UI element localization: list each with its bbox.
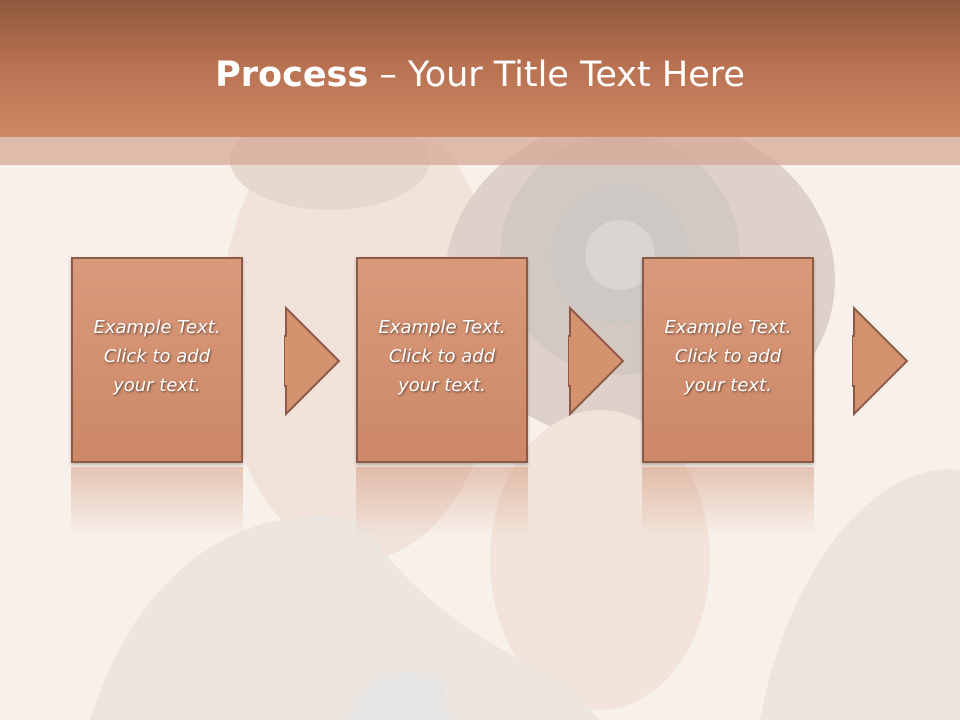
title-bold: Process [215,55,369,95]
step-1-text: Example Text. Click to add your text. [73,313,241,400]
title-rest: Your Title Text Here [407,55,745,95]
step-2-text: Example Text. Click to add your text. [358,313,526,400]
arrow-right-icon [568,306,625,416]
arrow-right-icon [284,306,341,416]
step-1-line-3: your text. [113,375,201,396]
step-1-line-2: Click to add [103,346,211,367]
step-3-text: Example Text. Click to add your text. [644,313,812,400]
step-2-line-3: your text. [398,375,486,396]
step-3-line-2: Click to add [674,346,782,367]
step-1-reflection [71,467,243,537]
title-bar-strip [0,137,960,165]
arrow-right-icon [852,306,909,416]
process-step-2[interactable]: Example Text. Click to add your text. [356,257,528,463]
step-2-reflection [356,467,528,537]
step-3-reflection [642,467,814,537]
step-3-line-1: Example Text. [664,317,792,338]
process-step-3[interactable]: Example Text. Click to add your text. [642,257,814,463]
slide-title[interactable]: Process – Your Title Text Here [0,52,960,98]
step-2-line-2: Click to add [388,346,496,367]
step-3-line-3: your text. [684,375,772,396]
process-step-1[interactable]: Example Text. Click to add your text. [71,257,243,463]
title-bar [0,0,960,137]
step-2-line-1: Example Text. [378,317,506,338]
step-1-line-1: Example Text. [93,317,221,338]
title-separator: – [368,55,408,95]
